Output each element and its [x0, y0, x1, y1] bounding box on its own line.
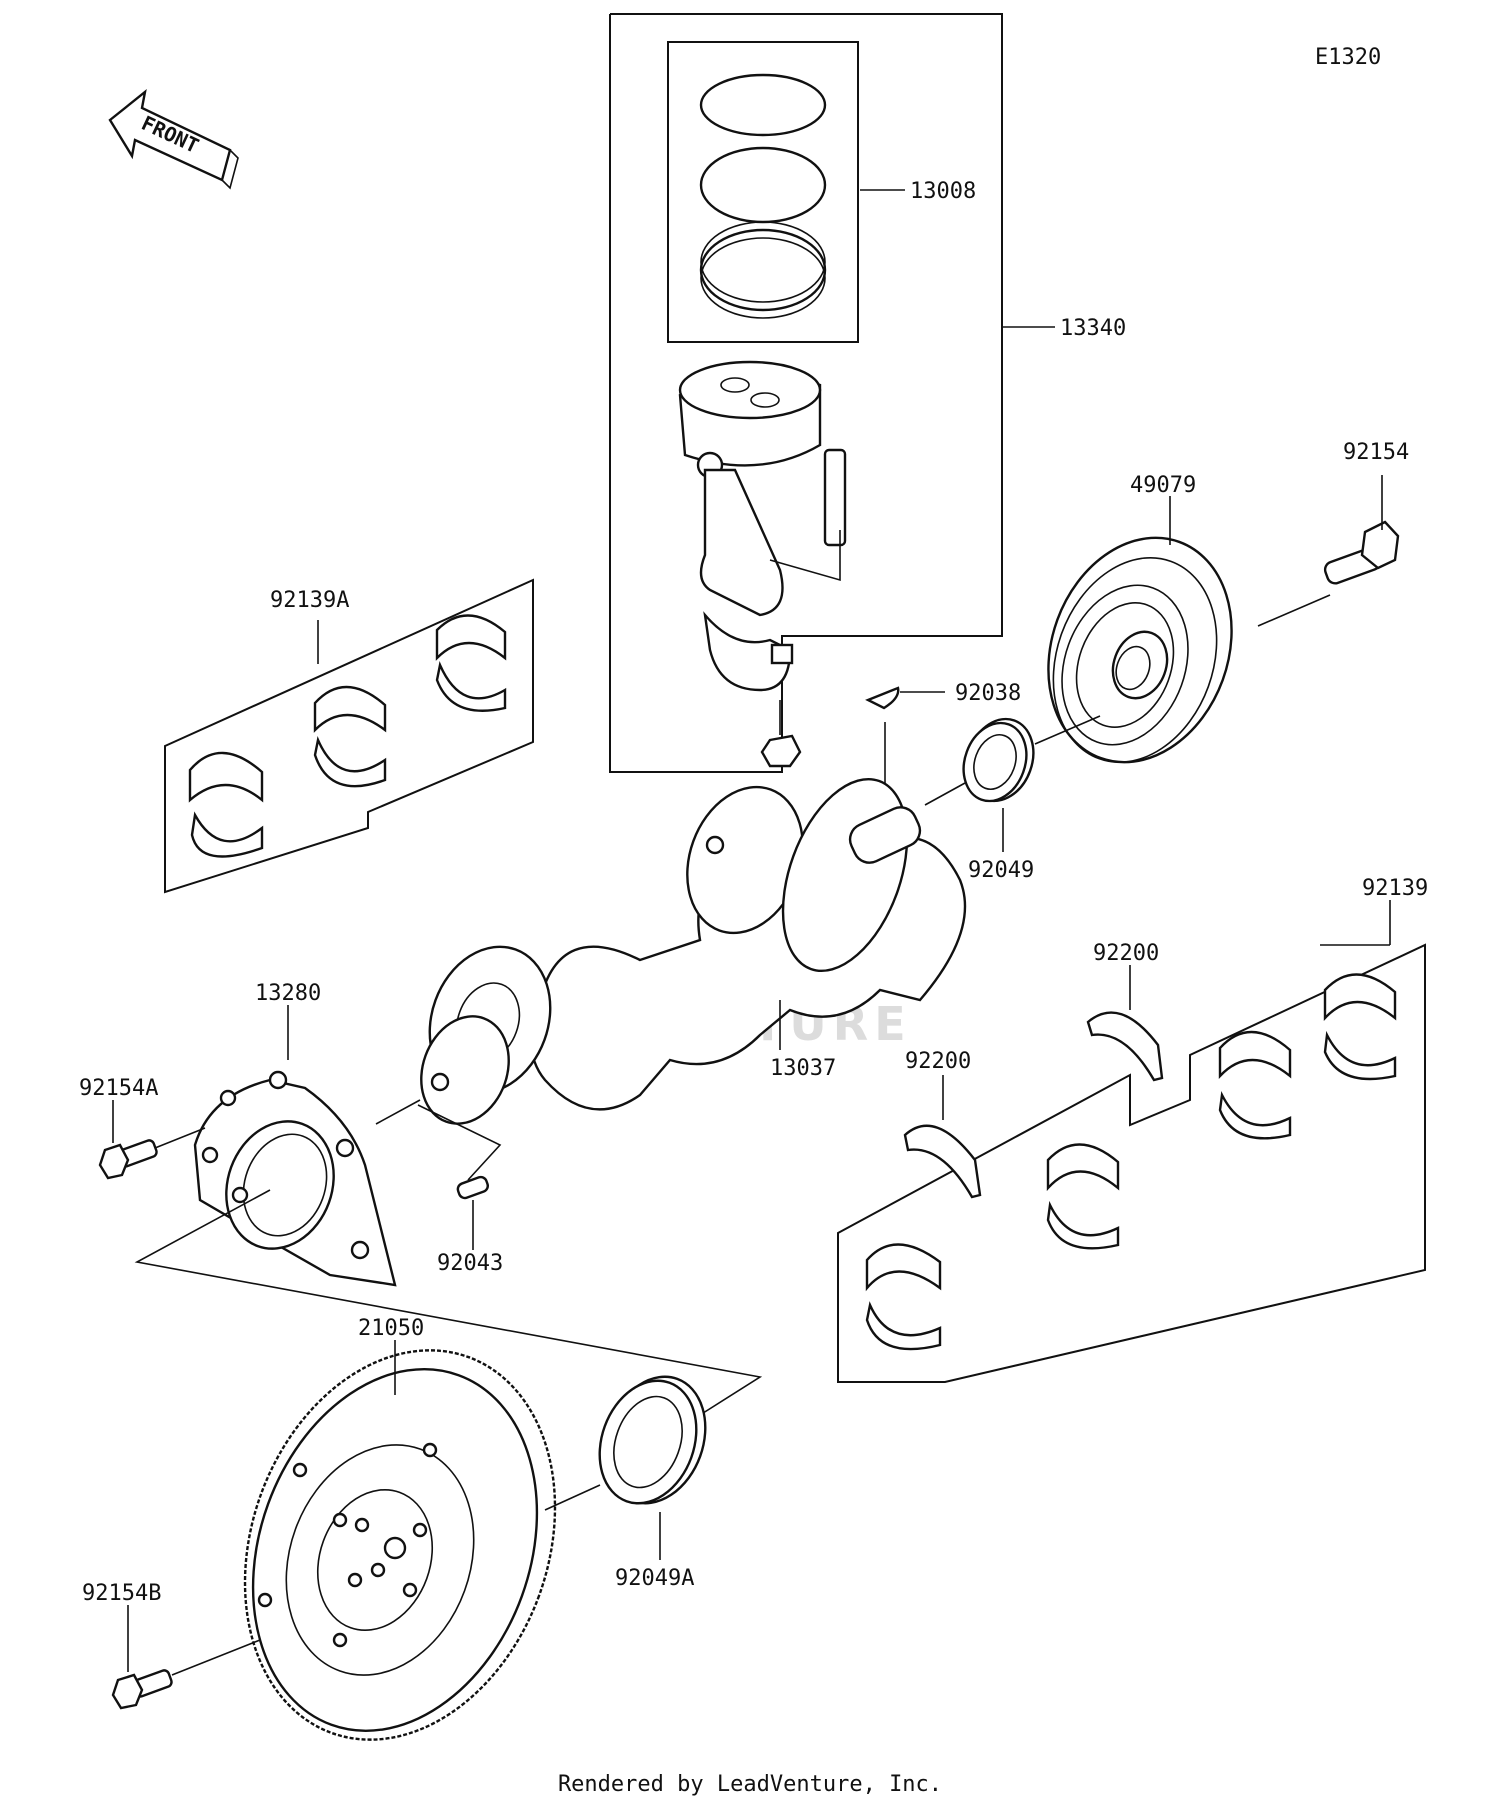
- footer-credit: Rendered by LeadVenture, Inc.: [557, 1772, 943, 1797]
- part-label-92154B: 92154B: [82, 1581, 161, 1606]
- part-label-49079: 49079: [1130, 473, 1196, 498]
- part-label-13340: 13340: [1060, 316, 1126, 341]
- dowel-pin: [417, 1104, 502, 1250]
- part-label-92139: 92139: [1362, 876, 1428, 901]
- oil-seal-rear: [544, 1375, 707, 1560]
- crank-pulley: [1047, 496, 1233, 764]
- crankshaft: [420, 777, 967, 1125]
- bearing-group-92139: [837, 900, 1426, 1383]
- part-label-13037: 13037: [770, 1056, 836, 1081]
- pulley-bolt: [1257, 475, 1400, 627]
- part-label-92200-upper: 92200: [1093, 941, 1159, 966]
- housing-bolt: [98, 1100, 206, 1180]
- flywheel-bolt: [111, 1605, 261, 1710]
- part-label-13280: 13280: [255, 981, 321, 1006]
- part-label-13008: 13008: [910, 179, 976, 204]
- piston-assembly-group: [609, 13, 1055, 773]
- flywheel: [243, 1340, 557, 1741]
- front-arrow-icon: FRONT: [108, 89, 239, 190]
- diagram-code: E1320: [1315, 45, 1381, 70]
- part-label-92154: 92154: [1343, 440, 1409, 465]
- part-label-92200-lower: 92200: [905, 1049, 971, 1074]
- part-label-92154A: 92154A: [79, 1076, 158, 1101]
- part-label-92038: 92038: [955, 681, 1021, 706]
- part-label-92139A: 92139A: [270, 588, 349, 613]
- rear-seal-housing: [193, 1005, 421, 1287]
- bearing-group-92139a: [164, 578, 534, 894]
- oil-seal-front: [924, 715, 1101, 852]
- part-label-92049: 92049: [968, 858, 1034, 883]
- part-label-92043: 92043: [437, 1251, 503, 1276]
- assembly-guide-line: [134, 1189, 763, 1416]
- part-label-92049A: 92049A: [615, 1566, 694, 1591]
- woodruff-key: [865, 686, 945, 810]
- part-label-21050: 21050: [358, 1316, 424, 1341]
- thrust-washer-upper: [1086, 965, 1164, 1082]
- thrust-washer-lower: [903, 1075, 982, 1199]
